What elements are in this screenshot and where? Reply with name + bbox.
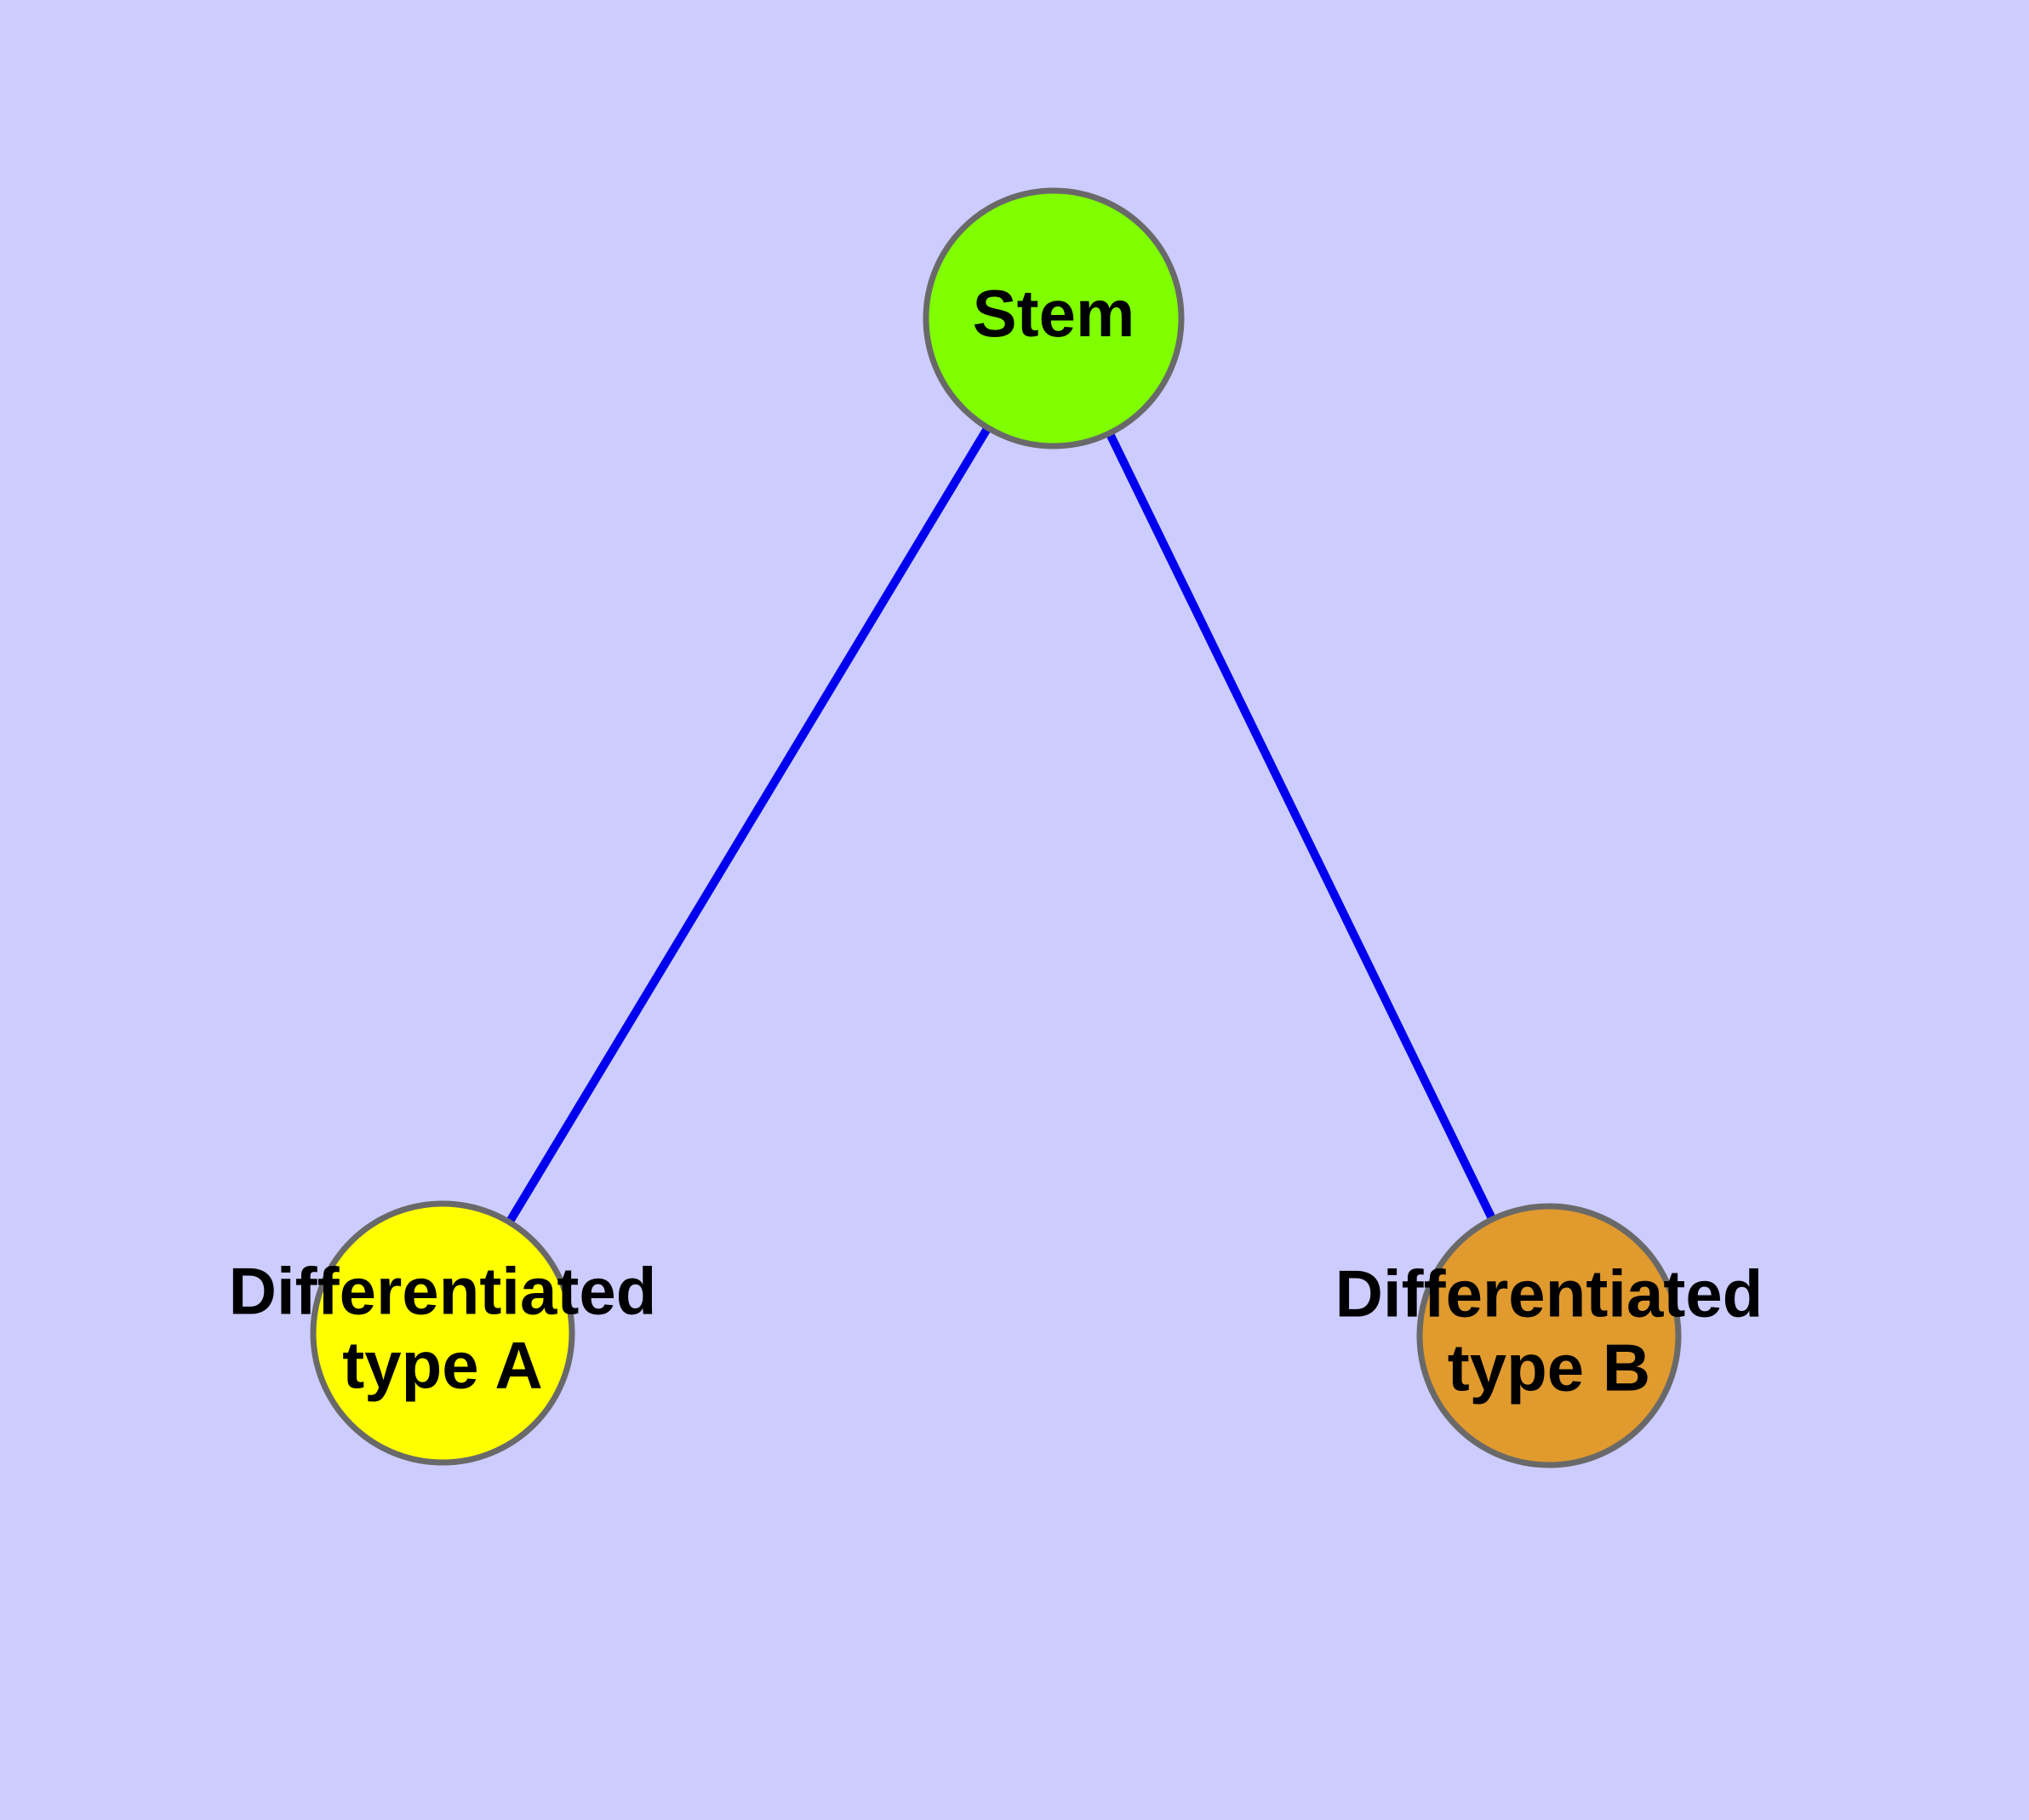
node-stem[interactable] (923, 187, 1185, 449)
edge-stem-to-diff-a[interactable] (505, 425, 992, 1225)
edge-layer (505, 425, 1497, 1225)
node-label-line: type A (342, 1327, 543, 1402)
node-label-stem: Stem (973, 276, 1135, 351)
node-layer (310, 187, 1682, 1468)
node-label-line: type B (1448, 1330, 1650, 1405)
node-diff-a[interactable] (310, 1200, 575, 1466)
edge-stem-to-diff-b[interactable] (1105, 431, 1497, 1222)
node-label-line: Differentiated (229, 1253, 657, 1328)
node-label-line: Stem (973, 276, 1135, 351)
node-diff-b[interactable] (1416, 1203, 1682, 1468)
node-label-line: Differentiated (1335, 1256, 1763, 1331)
